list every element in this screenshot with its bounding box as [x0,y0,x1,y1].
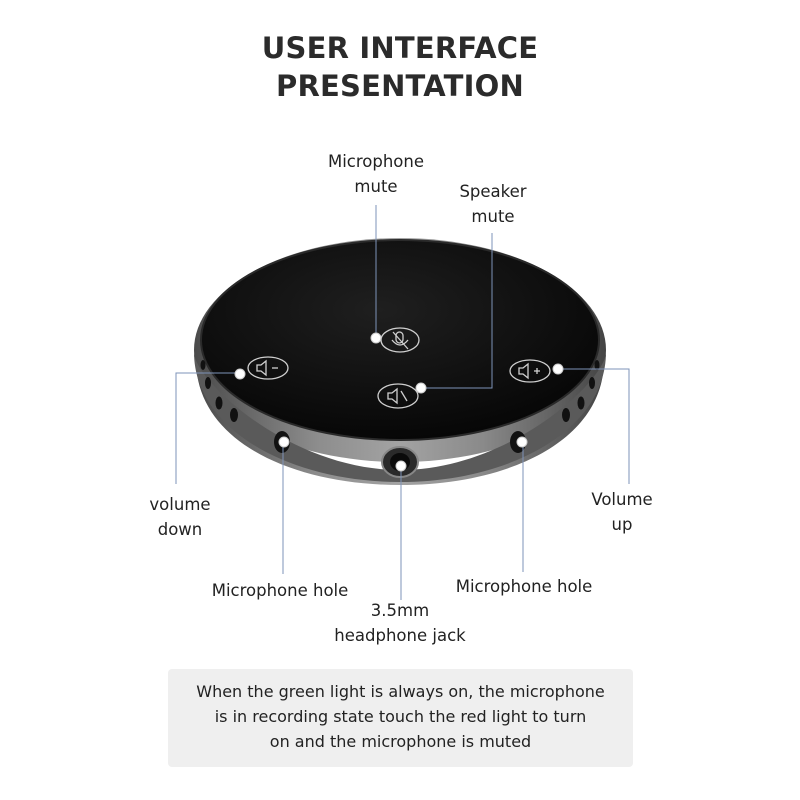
page-title-line1: USER INTERFACE [261,31,539,65]
label-mic-mute-line2: mute [354,177,398,196]
label-speaker-mute-line2: mute [471,207,515,226]
label-volume-up-line1: Volume [591,490,653,509]
note-line-1: When the green light is always on, the m… [196,682,605,701]
label-volume-down-line1: volume [149,495,211,514]
callout-leader-lines [175,205,630,600]
label-headphone-jack-line2: headphone jack [334,626,466,645]
label-mic-hole-left: Microphone hole [211,581,349,600]
note-line-2: is in recording state touch the red ligh… [214,707,587,726]
mic-muted-icon [380,327,420,353]
label-speaker-mute-line1: Speaker [459,182,527,201]
info-note-box: When the green light is always on, the m… [168,669,633,767]
volume-up-icon [509,359,551,383]
label-headphone-jack-line1: 3.5mm [370,601,430,620]
label-mic-mute-line1: Microphone [327,152,425,171]
speaker-muted-icon [377,383,419,409]
callout-dots [234,332,564,472]
note-line-3: on and the microphone is muted [269,732,532,751]
volume-down-icon [247,356,289,380]
label-volume-down-line2: down [157,520,203,539]
label-volume-up-line2: up [611,515,633,534]
label-mic-hole-right: Microphone hole [455,577,593,596]
page-title-line2: PRESENTATION [276,69,524,103]
